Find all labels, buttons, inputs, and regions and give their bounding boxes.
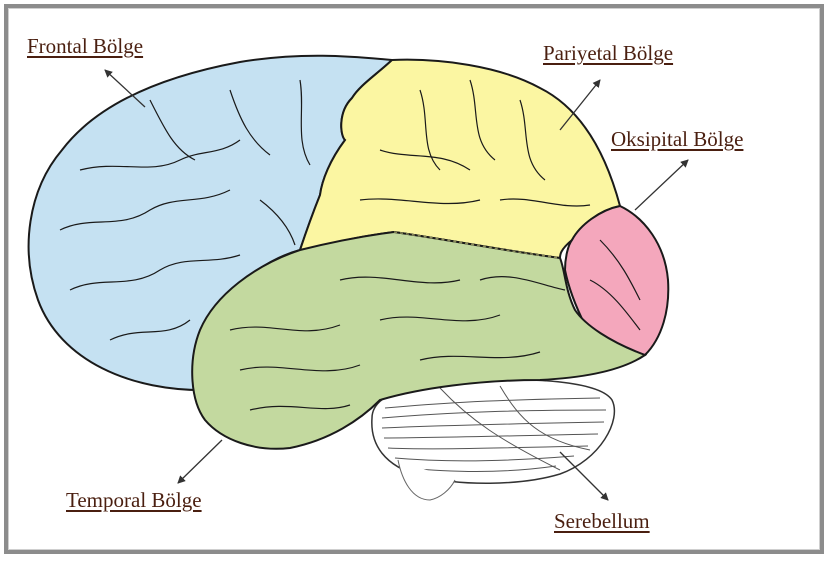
temporal-label: Temporal Bölge [66,490,202,511]
oksipital-label: Oksipital Bölge [611,129,743,150]
oksipital-arrow [635,160,688,210]
serebellum-label: Serebellum [554,511,650,532]
pariyetal-label: Pariyetal Bölge [543,43,673,64]
temporal-arrow [178,440,222,483]
frontal-label: Frontal Bölge [27,36,143,57]
